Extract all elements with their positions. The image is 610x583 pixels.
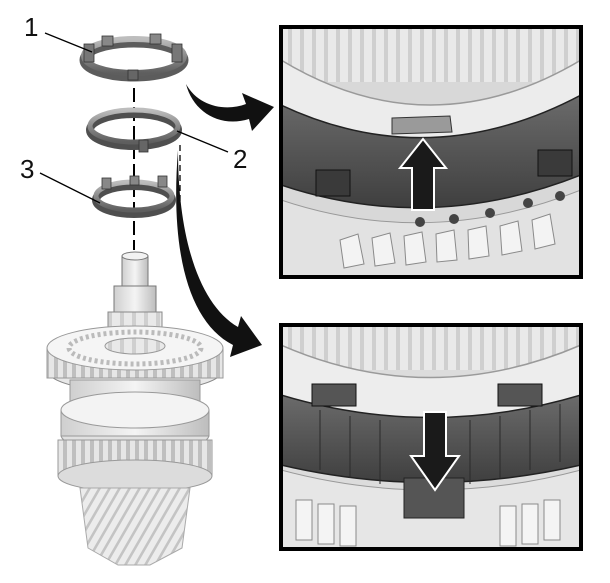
curved-arrow-icon: [176, 150, 262, 357]
curved-arrow-icon: [186, 84, 274, 131]
callout-1: 1: [24, 12, 39, 42]
exploded-assembly: [39, 32, 229, 566]
callout-2: 2: [233, 144, 248, 174]
gear-shaft-assembly: [46, 251, 224, 566]
synchronizer-ring-1: [79, 33, 189, 82]
detail-frame-top: [279, 25, 583, 279]
leader-line-1: [44, 32, 93, 53]
detail-view-top: [281, 27, 581, 277]
arrow-up-icon: [397, 137, 449, 211]
synchronizer-ring-3: [92, 175, 176, 218]
leader-line-3: [39, 172, 101, 204]
leader-line-2: [176, 130, 229, 153]
arrow-down-icon: [409, 411, 461, 492]
callout-3: 3: [20, 154, 35, 184]
detail-frame-bottom: [279, 323, 583, 551]
detail-view-bottom: [281, 325, 581, 549]
synchronizer-ring-2: [86, 107, 182, 153]
